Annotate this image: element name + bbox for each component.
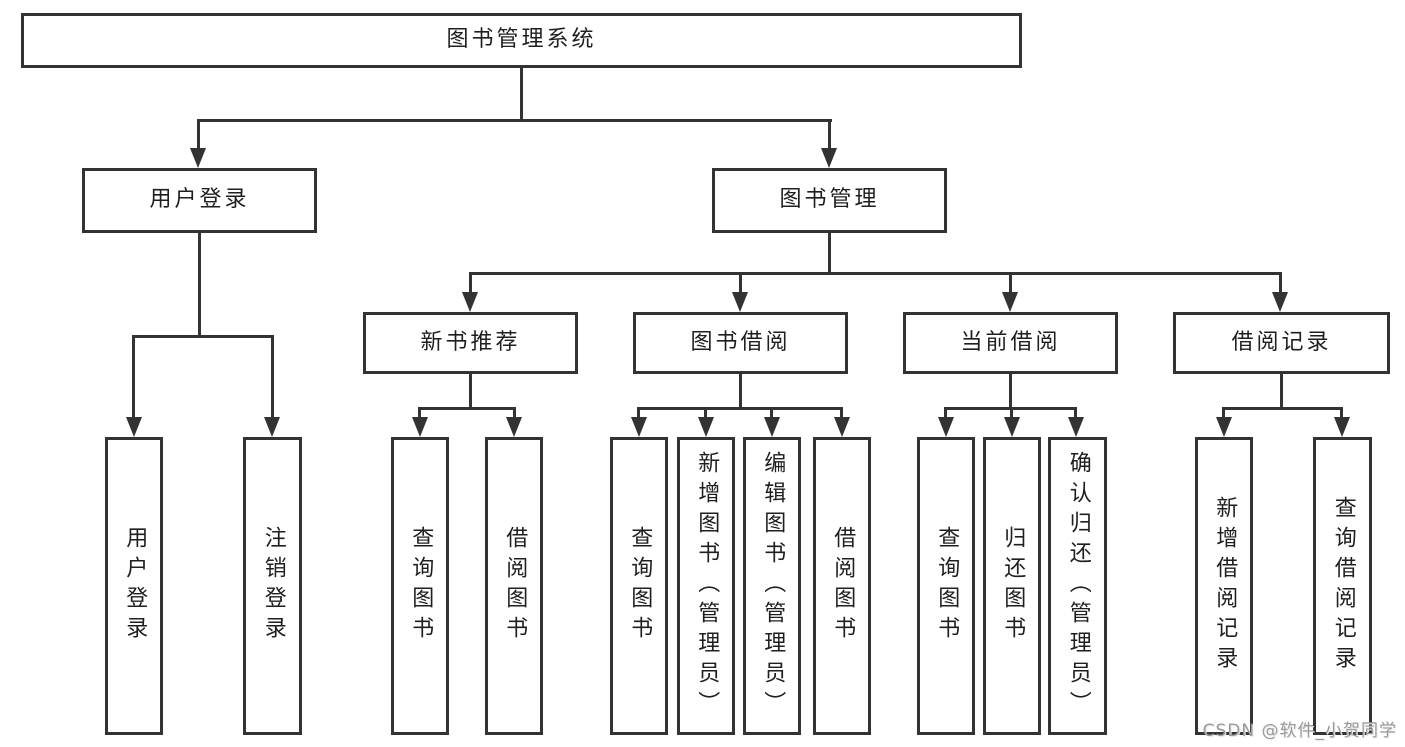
connector-leaf-stem xyxy=(1074,407,1077,417)
leaf-records-add-record: 新增借阅记录 xyxy=(1195,437,1253,735)
connector-current-stem xyxy=(1009,272,1012,292)
leaf-borrow-borrow-books: 借阅图书 xyxy=(813,437,871,735)
leaf-label: 查询图书 xyxy=(934,526,960,646)
leaf-label: 归还图书 xyxy=(1000,526,1026,646)
csdn-watermark: CSDN @软件_小贺同学 xyxy=(1202,721,1397,741)
down-arrowhead xyxy=(190,148,206,168)
connector-records-down xyxy=(1280,374,1283,407)
connector-management-stem xyxy=(828,119,831,149)
leaf-label: 新增借阅记录 xyxy=(1212,496,1238,676)
node-records: 借阅记录 xyxy=(1173,312,1390,374)
connector-leaf-stem xyxy=(513,407,516,417)
down-arrowhead xyxy=(462,292,478,312)
connector-leaf-stem xyxy=(271,335,274,417)
connector-recommend-stem xyxy=(469,272,472,292)
connector-root-split xyxy=(197,119,832,122)
leaf-label: 查询借阅记录 xyxy=(1330,496,1356,676)
connector-records-split xyxy=(1222,407,1343,410)
connector-leaf-stem xyxy=(840,407,843,417)
leaf-current-confirm-return-admin: 确认归还（管理员） xyxy=(1048,437,1107,735)
node-root: 图书管理系统 xyxy=(21,13,1022,68)
down-arrowhead xyxy=(1216,417,1232,437)
connector-leaf-stem xyxy=(637,407,640,417)
leaf-label: 新增图书（管理员） xyxy=(694,451,720,721)
leaf-label: 查询图书 xyxy=(408,526,434,646)
down-arrowhead xyxy=(938,417,954,437)
node-records-label: 借阅记录 xyxy=(1231,329,1332,355)
leaf-label: 编辑图书（管理员） xyxy=(760,451,786,721)
node-management-label: 图书管理 xyxy=(779,187,880,213)
connector-leaf-stem xyxy=(770,407,773,417)
connector-leaf-stem xyxy=(944,407,947,417)
leaf-borrow-add-books-admin: 新增图书（管理员） xyxy=(677,437,735,735)
down-arrowhead xyxy=(732,292,748,312)
leaf-recommend-borrow-books: 借阅图书 xyxy=(485,437,543,735)
connector-borrow-stem xyxy=(739,272,742,292)
node-login-label: 用户登录 xyxy=(149,187,250,213)
leaf-label: 用户登录 xyxy=(122,526,148,646)
down-arrowhead xyxy=(264,417,280,437)
leaf-recommend-query-books: 查询图书 xyxy=(391,437,449,735)
connector-management-split xyxy=(469,272,1281,275)
leaf-current-return-books: 归还图书 xyxy=(983,437,1041,735)
node-root-label: 图书管理系统 xyxy=(446,27,597,53)
connector-borrow-down xyxy=(739,374,742,407)
node-recommend-label: 新书推荐 xyxy=(420,329,521,355)
down-arrowhead xyxy=(698,417,714,437)
connector-borrow-split xyxy=(637,407,843,410)
node-login: 用户登录 xyxy=(82,168,317,233)
node-recommend: 新书推荐 xyxy=(363,312,578,374)
leaf-label: 借阅图书 xyxy=(830,526,856,646)
leaf-borrow-query-books: 查询图书 xyxy=(610,437,668,735)
down-arrowhead xyxy=(821,148,837,168)
down-arrowhead xyxy=(506,417,522,437)
connector-leaf-stem xyxy=(1222,407,1225,417)
connector-current-down xyxy=(1009,374,1012,407)
connector-login-split xyxy=(132,335,274,338)
connector-leaf-stem xyxy=(418,407,421,417)
down-arrowhead xyxy=(1004,417,1020,437)
leaf-label: 注销登录 xyxy=(260,526,286,646)
connector-login-stem xyxy=(197,119,200,149)
leaf-label: 借阅图书 xyxy=(502,526,528,646)
leaf-label: 查询图书 xyxy=(627,526,653,646)
connector-leaf-stem xyxy=(1340,407,1343,417)
node-borrow-label: 图书借阅 xyxy=(690,329,791,355)
connector-records-stem xyxy=(1279,272,1282,292)
down-arrowhead xyxy=(1334,417,1350,437)
down-arrowhead xyxy=(126,417,142,437)
down-arrowhead xyxy=(1068,417,1084,437)
node-management: 图书管理 xyxy=(712,168,947,233)
connector-management-down xyxy=(828,233,831,272)
connector-leaf-stem xyxy=(1010,407,1013,417)
connector-recommend-split xyxy=(418,407,516,410)
down-arrowhead xyxy=(1002,292,1018,312)
leaf-records-query-record: 查询借阅记录 xyxy=(1313,437,1372,735)
leaf-borrow-edit-books-admin: 编辑图书（管理员） xyxy=(743,437,801,735)
leaf-logout: 注销登录 xyxy=(243,437,302,735)
down-arrowhead xyxy=(631,417,647,437)
connector-login-down xyxy=(198,233,201,335)
connector-leaf-stem xyxy=(704,407,707,417)
connector-leaf-stem xyxy=(132,335,135,417)
down-arrowhead xyxy=(764,417,780,437)
down-arrowhead xyxy=(834,417,850,437)
node-current: 当前借阅 xyxy=(903,312,1118,374)
down-arrowhead xyxy=(1272,292,1288,312)
leaf-user-login: 用户登录 xyxy=(105,437,163,735)
down-arrowhead xyxy=(412,417,428,437)
connector-root-stem xyxy=(520,68,523,119)
node-borrow: 图书借阅 xyxy=(633,312,848,374)
leaf-current-query-books: 查询图书 xyxy=(917,437,975,735)
connector-recommend-down xyxy=(469,374,472,407)
leaf-label: 确认归还（管理员） xyxy=(1065,451,1091,721)
node-current-label: 当前借阅 xyxy=(960,329,1061,355)
